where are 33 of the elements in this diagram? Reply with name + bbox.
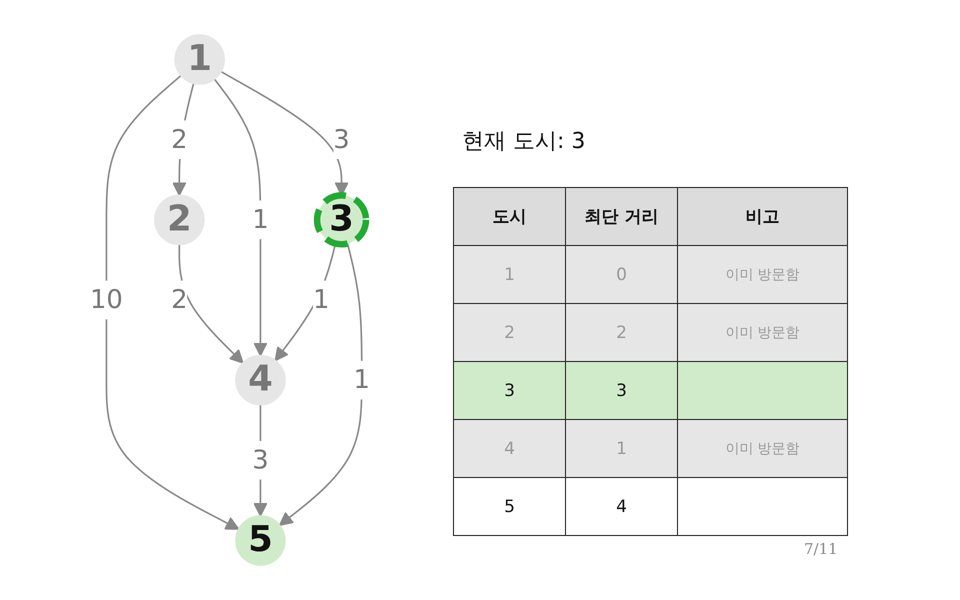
table-cell: 2 xyxy=(454,304,566,362)
node-circle: 4 xyxy=(235,354,286,406)
edge-label: 1 xyxy=(252,204,269,234)
table-cell: 2 xyxy=(566,304,678,362)
edge-label: 2 xyxy=(171,284,188,315)
edge-label: 3 xyxy=(252,444,269,475)
table-cell: 이미 방문함 xyxy=(678,304,848,362)
table-cell: 3 xyxy=(566,362,678,420)
node-circle: 5 xyxy=(235,515,286,566)
table-cell: 4 xyxy=(454,420,566,478)
table-cell: 1 xyxy=(566,420,678,478)
page-number: 7/11 xyxy=(804,540,838,558)
header-cell: 비고 xyxy=(678,188,848,246)
node-circle: 1 xyxy=(174,34,225,85)
node-circle: 2 xyxy=(154,194,205,246)
title: 현재 도시: 3 xyxy=(462,128,586,156)
table-cell: 5 xyxy=(454,478,566,536)
header-cell: 최단 거리 xyxy=(566,188,678,246)
table-cell: 1 xyxy=(454,246,566,304)
edge-label: 1 xyxy=(354,364,370,395)
header-cell: 도시 xyxy=(454,188,566,246)
table-cell: 4 xyxy=(566,478,678,536)
arrow xyxy=(178,244,244,364)
edge-label: 10 xyxy=(90,284,123,315)
table-cell: 이미 방문함 xyxy=(678,420,848,478)
arrow xyxy=(106,74,240,530)
table-cell: 이미 방문함 xyxy=(678,246,848,304)
edge-label: 3 xyxy=(333,124,350,154)
edge-label: 1 xyxy=(313,284,330,315)
table-cell: 3 xyxy=(454,362,566,420)
table-cell: 0 xyxy=(566,246,678,304)
node-circle: 3 xyxy=(314,192,370,248)
edge-label: 2 xyxy=(171,124,188,154)
